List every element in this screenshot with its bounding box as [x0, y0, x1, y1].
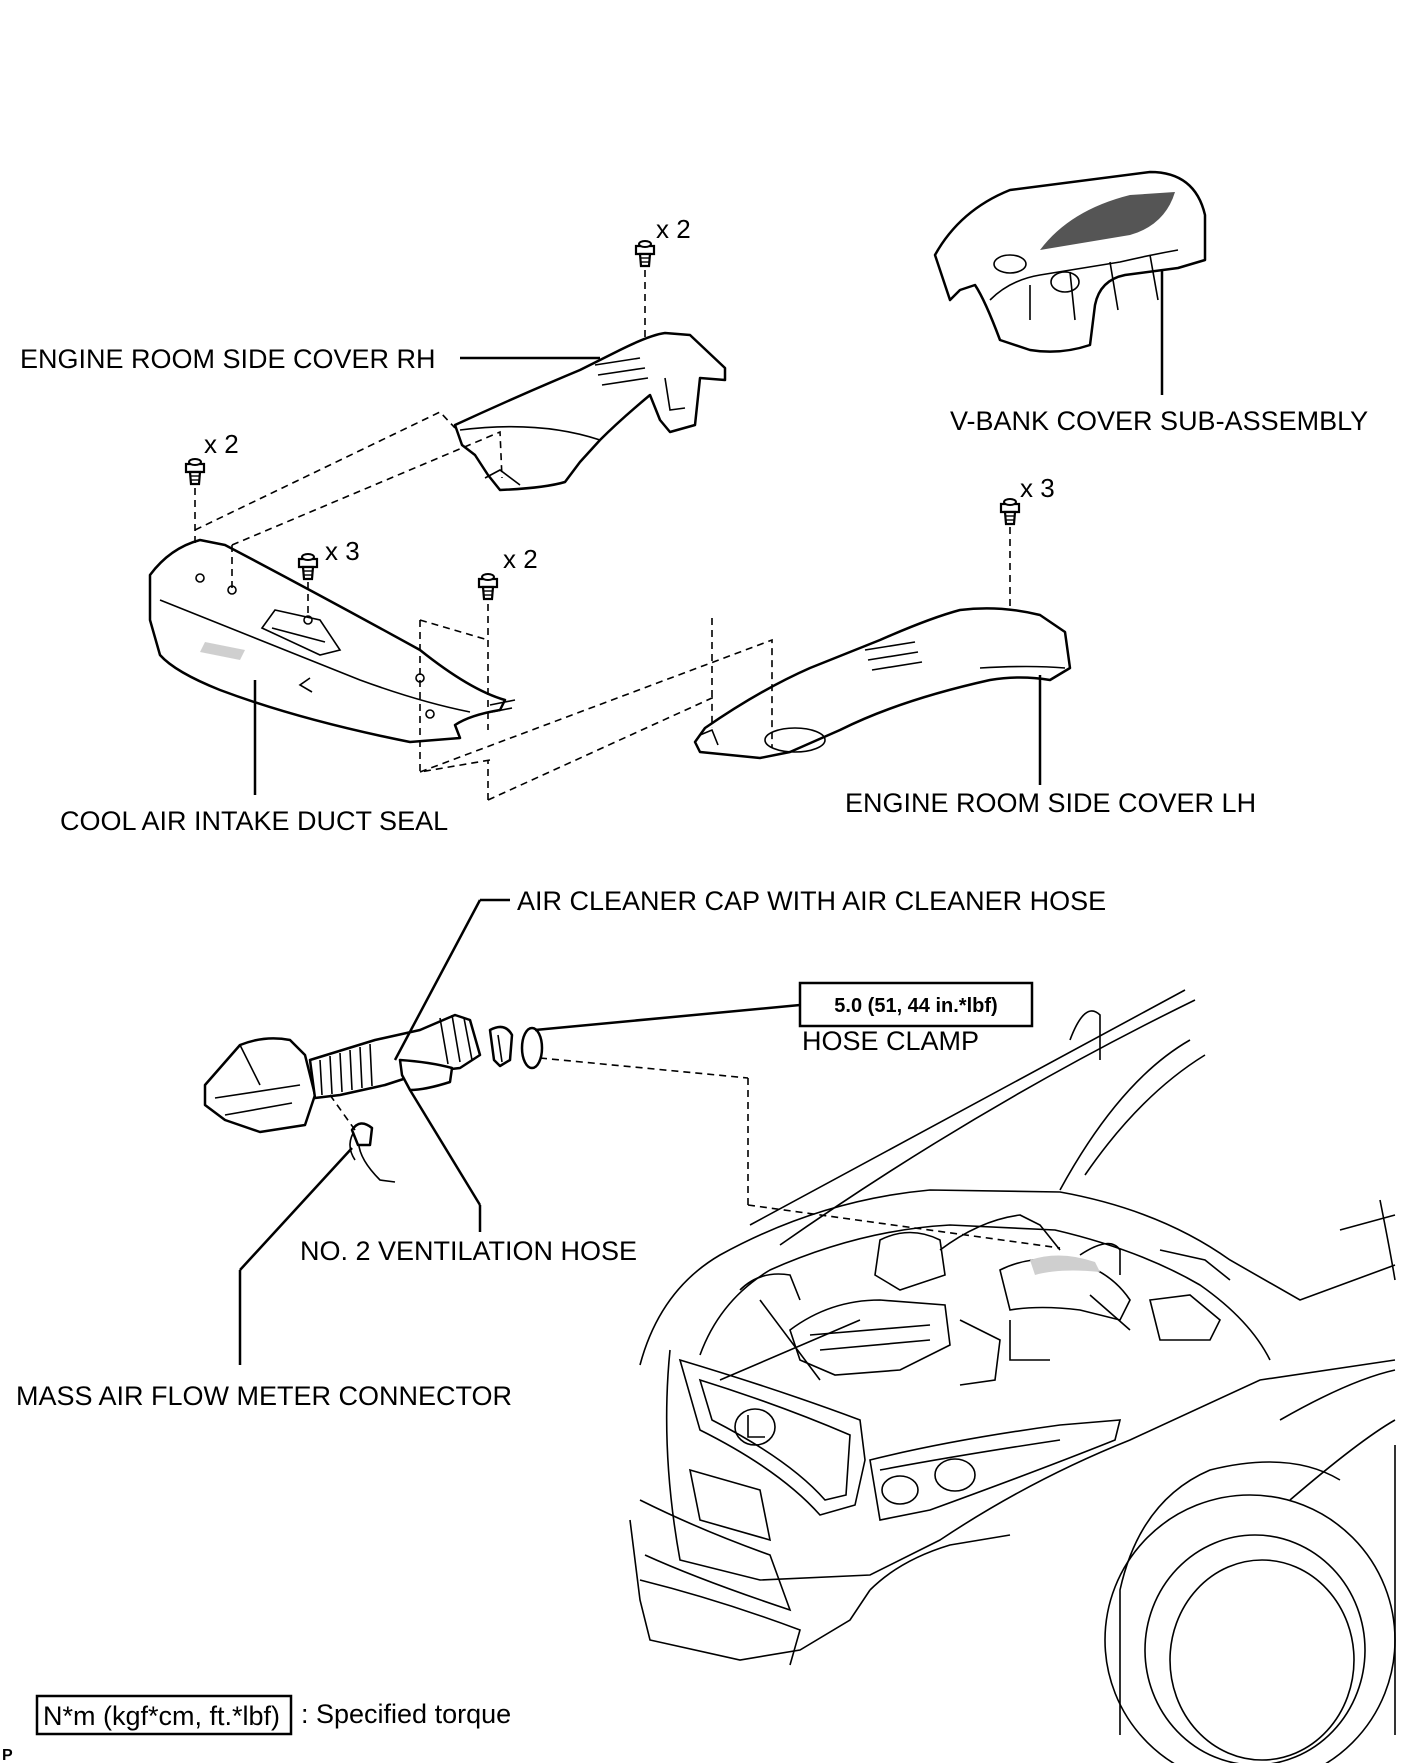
- corner-mark: P: [2, 1747, 13, 1763]
- legend-unit-text: N*m (kgf*cm, ft.*lbf): [43, 1701, 280, 1731]
- label-cool-air-intake-duct-seal: COOL AIR INTAKE DUCT SEAL: [60, 806, 448, 836]
- qty-seal-mid-clips: x 3: [325, 536, 360, 566]
- qty-rh-cover-clips: x 2: [656, 214, 691, 244]
- vehicle-front-illustration: [629, 989, 1396, 1763]
- label-v-bank-cover: V-BANK COVER SUB-ASSEMBLY: [950, 406, 1368, 436]
- clip-fastener-icon: [634, 239, 656, 268]
- lexus-emblem-icon: [734, 1408, 776, 1446]
- air-cleaner-cap-with-hose: [203, 898, 514, 1365]
- label-hose-clamp: HOSE CLAMP: [802, 1026, 979, 1056]
- qty-lh-cover-clips: x 3: [1020, 473, 1055, 503]
- clip-fastener-icon: [297, 552, 319, 581]
- engine-room-side-cover-rh: [453, 331, 727, 492]
- label-engine-room-side-cover-lh: ENGINE ROOM SIDE COVER LH: [845, 788, 1256, 818]
- clip-fastener-icon: [999, 497, 1021, 526]
- clip-fastener-icon: [184, 457, 206, 486]
- label-engine-room-side-cover-rh: ENGINE ROOM SIDE COVER RH: [20, 344, 436, 374]
- label-mass-air-flow-connector: MASS AIR FLOW METER CONNECTOR: [16, 1381, 512, 1411]
- qty-seal-right-clips: x 2: [503, 544, 538, 574]
- cool-air-intake-duct-seal: [148, 538, 516, 795]
- engine-room-side-cover-lh: [693, 607, 1072, 785]
- legend-unit-box: [35, 1694, 293, 1736]
- assembly-dashed-lines-upper: [194, 270, 1011, 801]
- legend-description: : Specified torque: [301, 1699, 511, 1729]
- label-no2-ventilation-hose: NO. 2 VENTILATION HOSE: [300, 1236, 637, 1266]
- hose-clamp: [520, 1003, 1061, 1249]
- qty-seal-left-clips: x 2: [204, 429, 239, 459]
- clip-fastener-icon: [477, 572, 499, 601]
- torque-value: 5.0 (51, 44 in.*lbf): [834, 995, 997, 1017]
- label-air-cleaner-cap: AIR CLEANER CAP WITH AIR CLEANER HOSE: [517, 886, 1106, 916]
- torque-box: [798, 981, 1034, 1028]
- v-bank-cover: [933, 170, 1207, 395]
